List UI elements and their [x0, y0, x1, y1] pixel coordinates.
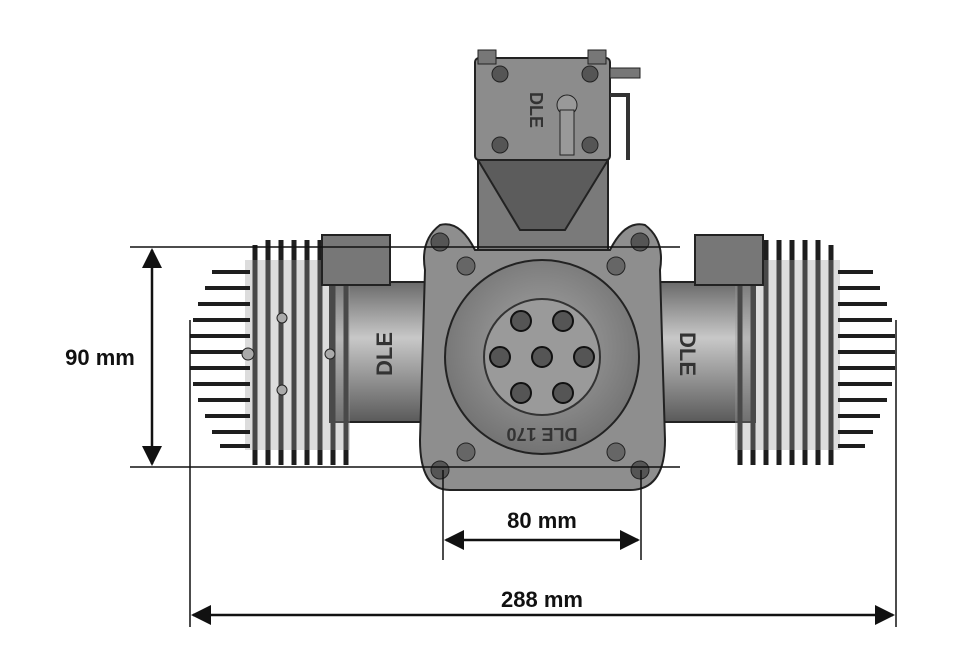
height-label: 90 mm [65, 345, 135, 370]
carburetor: DLE [474, 49, 641, 251]
carburetor-logo: DLE [526, 92, 546, 128]
right-cylinder-logo: DLE [675, 332, 700, 376]
mount-width-label: 80 mm [507, 508, 577, 533]
right-cylinder: DLE [654, 234, 895, 465]
crankcase-logo: DLE 170 [506, 424, 577, 444]
left-cylinder: DLE [190, 234, 431, 465]
engine-illustration: DLE DLE [190, 49, 895, 491]
dimension-lines [130, 246, 897, 627]
crankcase: DLE 170 [418, 223, 667, 491]
left-cylinder-logo: DLE [372, 332, 397, 376]
overall-width-label: 288 mm [501, 587, 583, 612]
